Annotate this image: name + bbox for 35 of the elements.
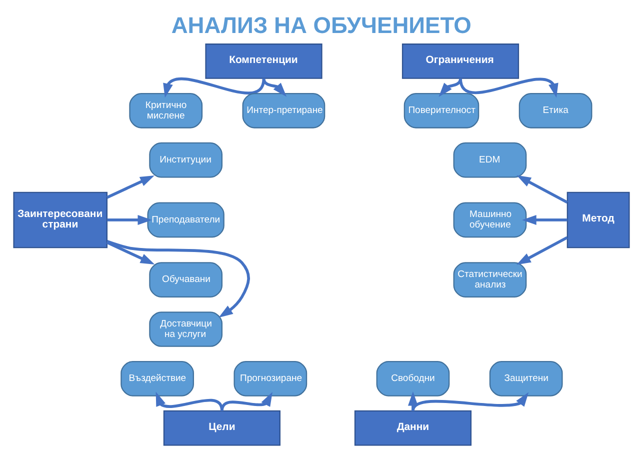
node-box: Институции [148, 142, 222, 178]
node-box: Етика [518, 92, 592, 128]
node-box: Поверителност [403, 92, 479, 128]
arrow [106, 176, 154, 199]
node-box: Интер-претиране [242, 92, 325, 128]
arrow [106, 240, 250, 318]
node-box: Данни [354, 410, 472, 446]
node-box: Метод [566, 192, 630, 248]
node-box: Статистически анализ [452, 262, 526, 298]
arrow [438, 78, 462, 97]
node-box: Цели [162, 410, 280, 446]
arrow [522, 214, 567, 225]
arrow [106, 214, 152, 225]
node-box: Доставчици на услуги [148, 312, 222, 347]
arrow [458, 78, 558, 98]
arrow [516, 236, 568, 265]
node-box: Свободни [376, 361, 450, 396]
arrow [155, 392, 223, 412]
node-box: Защитени [488, 361, 562, 396]
diagram-title: АНАЛИЗ НА ОБУЧЕНИЕТО [170, 12, 471, 38]
node-box: Машинно обучение [452, 202, 526, 238]
arrow [516, 175, 568, 204]
arrow [262, 78, 286, 97]
node-box: Обучавани [148, 262, 222, 298]
node-box: Заинтересовани страни [12, 192, 108, 248]
arrow [220, 392, 272, 412]
node-box: Прогнозиране [233, 361, 307, 396]
arrow [106, 241, 154, 265]
node-box: Критично мислене [128, 92, 202, 128]
node-box: Преподаватели [146, 202, 224, 238]
node-box: EDM [452, 142, 526, 178]
node-box: Ограничения [401, 44, 519, 79]
node-box: Въздействие [120, 361, 194, 396]
node-box: Компетенции [204, 44, 322, 79]
arrow [162, 77, 265, 98]
